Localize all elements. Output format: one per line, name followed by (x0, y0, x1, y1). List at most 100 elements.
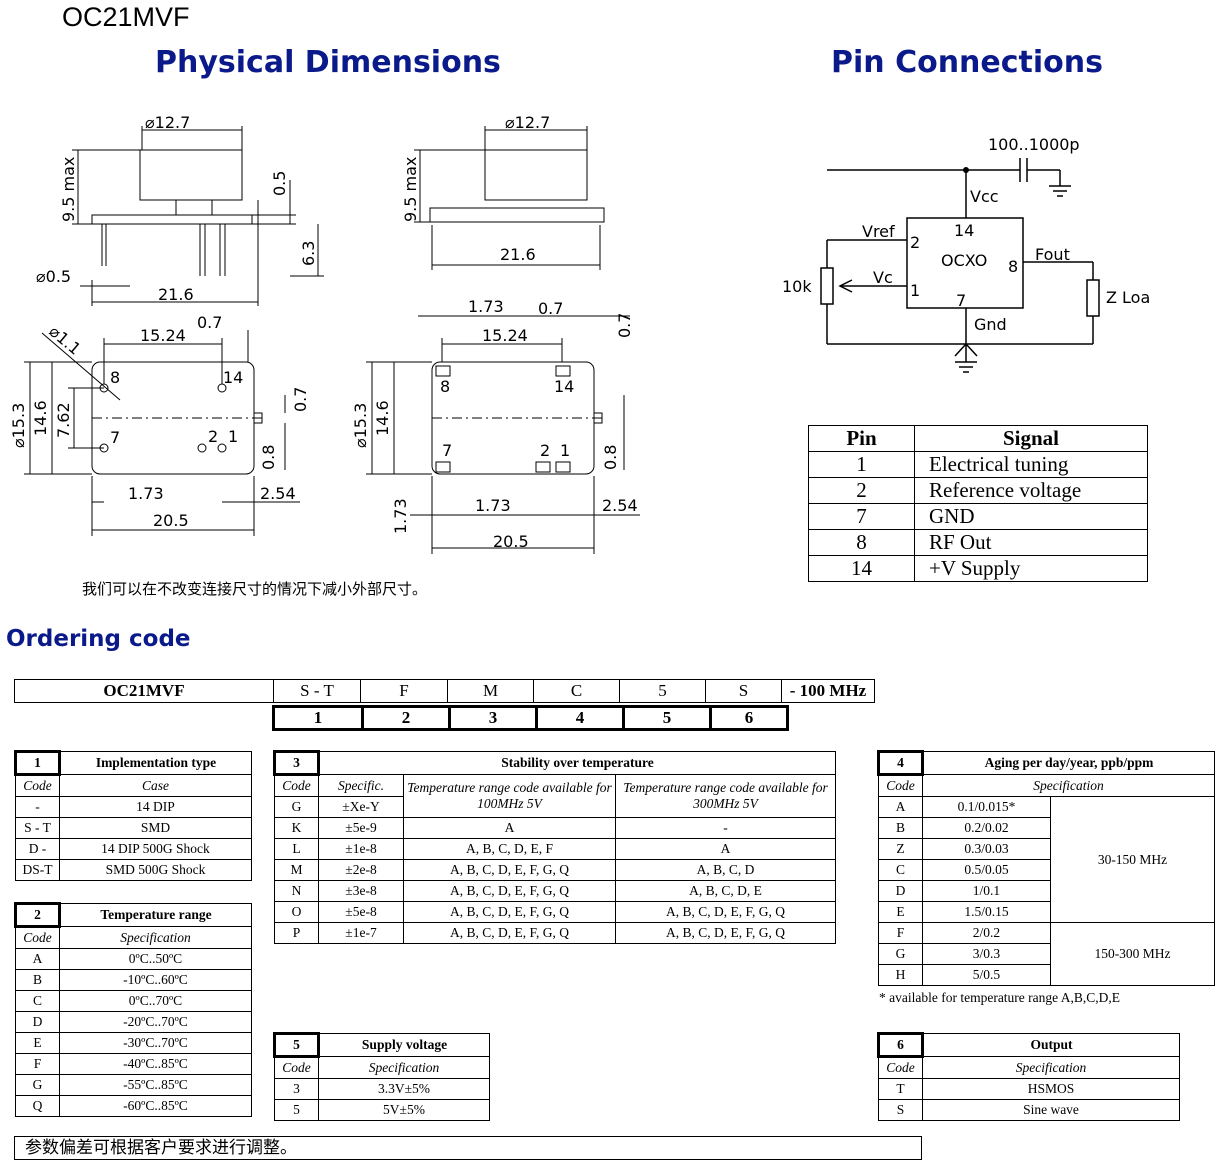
label-w21-6-a: 21.6 (158, 285, 194, 304)
model-name: OC21MVF (62, 2, 190, 32)
label-pin7-b: 7 (442, 441, 452, 460)
label-h9-5-a: 9.5 max (59, 157, 78, 222)
label-w20-5-a: 20.5 (153, 511, 189, 530)
label-pin8-b: 8 (440, 377, 450, 396)
label-v0-7-top-b: 0.7 (538, 299, 563, 318)
circuit-vref-label: Vref (862, 222, 895, 241)
circuit-ocxo-label: OCXO (941, 251, 987, 270)
label-w1-73-b: 1.73 (475, 496, 511, 515)
ordering-code-4: C (533, 679, 620, 703)
circuit-pin8: 8 (1008, 257, 1018, 276)
ordering-code-3: M (447, 679, 534, 703)
label-d12-7-b: ⌀12.7 (505, 113, 550, 132)
table-row: B-10ºC..60ºC (15, 969, 252, 991)
circuit-vcc-label: Vcc (970, 187, 999, 206)
label-pin14-a: 14 (223, 368, 243, 387)
label-w1-73-a: 1.73 (128, 484, 164, 503)
circuit-diagram: 100..1000p Vcc 14 Vref 2 OCXO 8 Fout 10k… (782, 135, 1150, 373)
circuit-pin1: 1 (910, 281, 920, 300)
dimension-drawing: ⌀12.7 ⌀12.7 9.5 max 9.5 max 0.5 6.3 ⌀0.5… (9, 113, 640, 554)
ordering-code-row: OC21MVF S - T F M C 5 S - 100 MHz (14, 679, 875, 703)
table-row: 14+V Supply (808, 555, 1148, 582)
circuit-fout-label: Fout (1035, 245, 1070, 264)
label-w1-73-side-b: 1.73 (391, 498, 410, 534)
label-v0-5: 0.5 (270, 171, 289, 196)
signal-header: Signal (914, 425, 1148, 452)
label-pin7-a: 7 (110, 428, 120, 447)
ordering-code-6: S (705, 679, 782, 703)
label-w1-73-top-b: 1.73 (468, 297, 504, 316)
table-row: E-30ºC..70ºC (15, 1032, 252, 1054)
table-row: D-20ºC..70ºC (15, 1011, 252, 1033)
label-v0-8-a: 0.8 (259, 445, 278, 470)
circuit-pin2: 2 (910, 233, 920, 252)
table-row: -14 DIP (15, 796, 252, 818)
label-pin1-a: 1 (228, 427, 238, 446)
label-v0-7-side-a: 0.7 (291, 387, 310, 412)
label-v0-7-top-a: 0.7 (197, 313, 222, 332)
ordering-code-title: Ordering code (6, 626, 191, 652)
pin-connections-title: Pin Connections (831, 45, 1103, 80)
label-h7-62: 7.62 (54, 402, 73, 438)
circuit-pin7: 7 (956, 291, 966, 310)
physical-dimensions-title: Physical Dimensions (155, 45, 501, 80)
aging-footnote: * available for temperature range A,B,C,… (879, 990, 1121, 1005)
label-h14-6-b: 14.6 (373, 400, 392, 436)
aging-range-30-150: 30-150 MHz (1050, 796, 1215, 923)
label-pin2-a: 2 (208, 427, 218, 446)
circuit-gnd-label: Gnd (974, 315, 1007, 334)
footer-note-text: 参数偏差可根据客户要求进行调整。 (25, 1138, 297, 1158)
ordering-code-2: F (360, 679, 448, 703)
table-row: G-55ºC..85ºC (15, 1074, 252, 1096)
label-h15-3-a: ⌀15.3 (9, 403, 28, 448)
label-h14-6-a: 14.6 (31, 400, 50, 436)
label-v6-3: 6.3 (299, 241, 318, 266)
label-w20-5-b: 20.5 (493, 532, 529, 551)
label-d12-7-a: ⌀12.7 (145, 113, 190, 132)
label-v0-7-right-b: 0.7 (615, 313, 634, 338)
label-w15-24-b: 15.24 (482, 326, 528, 345)
table-row: F-40ºC..85ºC (15, 1053, 252, 1075)
circuit-pin14: 14 (954, 221, 974, 240)
circuit-cap-label: 100..1000p (988, 135, 1080, 154)
ordering-suffix: - 100 MHz (781, 679, 875, 703)
label-h9-5-b: 9.5 max (401, 157, 420, 222)
label-w2-54-b: 2.54 (602, 496, 638, 515)
label-h15-3-b: ⌀15.3 (351, 403, 370, 448)
ordering-code-5: 5 (619, 679, 706, 703)
label-w15-24-a: 15.24 (140, 326, 186, 345)
label-v0-8-b: 0.8 (601, 445, 620, 470)
ordering-model: OC21MVF (14, 679, 274, 703)
ordering-code-1: S - T (273, 679, 361, 703)
